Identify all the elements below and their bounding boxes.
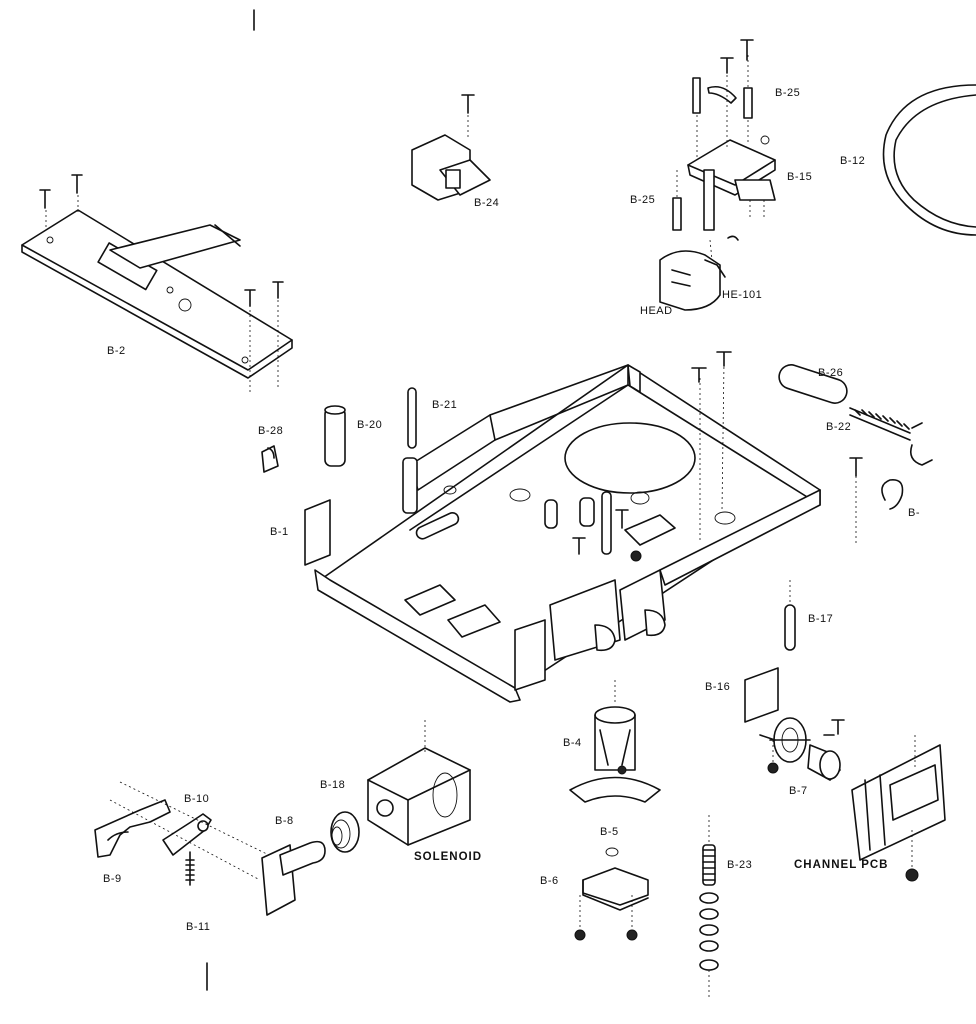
part-b6-bracket — [574, 847, 649, 941]
label-b22: B-22 — [826, 421, 852, 433]
part-channel-pcb — [823, 719, 946, 882]
part-b15-head-mount — [672, 39, 776, 231]
part-b2-plate — [21, 174, 293, 395]
label-b9: B-9 — [103, 873, 122, 885]
part-spring-screw-right — [849, 457, 904, 545]
label-b12: B-12 — [840, 155, 866, 167]
label-b18: B-18 — [320, 779, 346, 791]
part-b9-lever — [94, 799, 171, 858]
part-b4-motor — [569, 680, 661, 803]
label-b17: B-17 — [808, 613, 834, 625]
part-b28-clip — [261, 445, 279, 473]
part-b17-pin — [784, 580, 796, 651]
label-b5: B-5 — [600, 826, 619, 838]
part-b24-bracket — [411, 94, 491, 201]
part-b12-belt — [882, 84, 976, 236]
label-b4: B-4 — [563, 737, 582, 749]
label-b11: B-11 — [186, 921, 211, 933]
part-b23-spring-washers — [699, 815, 719, 1000]
part-b10-arm — [109, 781, 276, 881]
label-b10: B-10 — [184, 793, 210, 805]
part-b8-plunger — [261, 840, 326, 916]
label-b16: B-16 — [705, 681, 731, 693]
label-b1: B-1 — [270, 526, 289, 538]
part-b11-spring — [185, 851, 195, 886]
part-b18-spring — [330, 811, 360, 853]
part-b7-pulley — [759, 717, 841, 781]
label-b21: B-21 — [432, 399, 458, 411]
label-channel-pcb: CHANNEL PCB — [794, 859, 889, 871]
part-solenoid — [367, 720, 471, 846]
label-b20: B-20 — [357, 419, 383, 431]
label-b25-left: B-25 — [630, 194, 656, 206]
label-b24: B-24 — [474, 197, 500, 209]
part-b26-b22-roller — [778, 364, 933, 466]
label-b-partial: B- — [908, 507, 920, 519]
part-b1-chassis — [304, 351, 821, 703]
part-b20-b21-pins — [324, 387, 417, 467]
label-b15: B-15 — [787, 171, 813, 183]
label-b25-top: B-25 — [775, 87, 801, 99]
part-head-he101 — [659, 235, 739, 311]
part-b16-bracket — [744, 667, 779, 723]
label-b23: B-23 — [727, 859, 753, 871]
label-solenoid: SOLENOID — [414, 851, 483, 863]
label-b26: B-26 — [818, 367, 844, 379]
label-head: HEAD — [640, 305, 673, 317]
label-b2: B-2 — [107, 345, 126, 357]
label-b6: B-6 — [540, 875, 559, 887]
label-b28: B-28 — [258, 425, 284, 437]
label-b8: B-8 — [275, 815, 294, 827]
label-he101: HE-101 — [722, 289, 763, 301]
label-b7: B-7 — [789, 785, 808, 797]
